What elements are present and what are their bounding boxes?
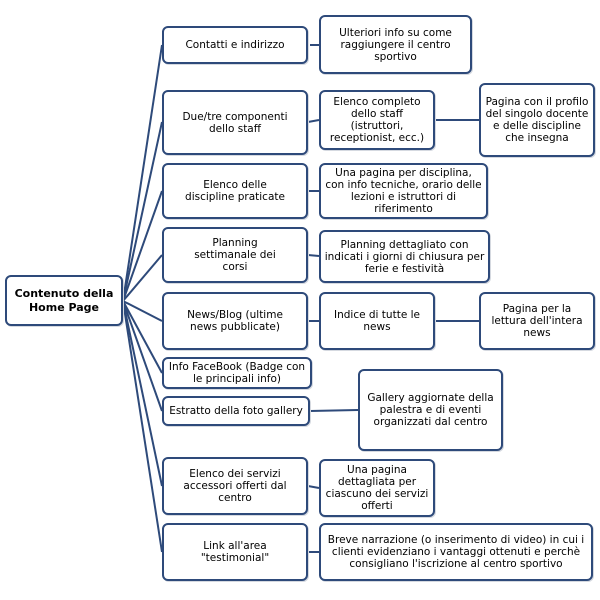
connector-root-to-l1-1 — [122, 121, 163, 302]
node-pagina-disciplina: Una pagina per disciplina, con info tecn… — [319, 163, 488, 219]
node-label: Elenco dei servizi accessori offerti dal… — [183, 468, 287, 504]
node-label: Planning settimanale dei corsi — [194, 237, 276, 273]
node-label: Breve narrazione (o inserimento di video… — [327, 534, 585, 570]
node-label: Gallery aggiornate della palestra e di e… — [367, 392, 494, 428]
node-staff: Due/tre componenti dello staff — [162, 90, 308, 155]
node-lettura-news: Pagina per la lettura dell'intera news — [479, 292, 595, 350]
node-label: Contenuto della Home Page — [14, 286, 114, 314]
connector-root-to-l1-4 — [122, 300, 163, 322]
node-facebook: Info FaceBook (Badge con le principali i… — [162, 357, 312, 389]
node-contatti: Contatti e indirizzo — [162, 26, 308, 64]
connector-root-to-l1-3 — [122, 254, 163, 302]
node-root-home-page: Contenuto della Home Page — [5, 275, 123, 326]
node-label: Ulteriori info su come raggiungere il ce… — [339, 26, 452, 63]
node-testimonial: Link all'area "testimonial" — [162, 523, 308, 581]
node-planning: Planning settimanale dei corsi — [162, 227, 308, 283]
node-label: Pagina per la lettura dell'intera news — [491, 303, 583, 339]
node-planning-dettagliato: Planning dettagliato con indicati i gior… — [319, 230, 490, 283]
node-label: Planning dettagliato con indicati i gior… — [324, 238, 485, 275]
node-label: Indice di tutte le news — [333, 309, 420, 333]
node-elenco-staff: Elenco completo dello staff (istruttori,… — [319, 90, 435, 150]
node-label: Pagina con il profilo del singolo docent… — [485, 96, 589, 144]
node-narrazione-testimonial: Breve narrazione (o inserimento di video… — [319, 523, 593, 581]
node-label: Info FaceBook (Badge con le principali i… — [168, 361, 306, 385]
node-label: Elenco completo dello staff (istruttori,… — [329, 96, 425, 144]
node-gallery-extract: Estratto della foto gallery — [162, 396, 310, 426]
connector-root-to-l1-0 — [122, 44, 163, 302]
connector-l1-to-l2-5 — [309, 409, 359, 412]
connector-root-to-l1-7 — [122, 300, 163, 487]
connector-root-to-l1-8 — [122, 300, 163, 553]
node-info-raggiungere: Ulteriori info su come raggiungere il ce… — [319, 15, 472, 74]
node-label: News/Blog (ultime news pubblicate) — [187, 309, 283, 333]
node-profilo-docente: Pagina con il profilo del singolo docent… — [479, 83, 595, 157]
node-indice-news: Indice di tutte le news — [319, 292, 435, 350]
connector-l1-to-l2-1 — [307, 119, 320, 123]
node-news-blog: News/Blog (ultime news pubblicate) — [162, 292, 308, 350]
node-pagina-servizi: Una pagina dettagliata per ciascuno dei … — [319, 459, 435, 517]
connector-l1-to-l2-3 — [307, 254, 320, 257]
connector-l1-to-l2-6 — [307, 485, 320, 489]
node-label: Link all'area "testimonial" — [200, 540, 270, 564]
node-discipline: Elenco delle discipline praticate — [162, 163, 308, 219]
connector-root-to-l1-5 — [122, 300, 163, 374]
node-label: Estratto della foto gallery — [169, 405, 303, 417]
node-gallery-aggiornate: Gallery aggiornate della palestra e di e… — [358, 369, 503, 451]
node-label: Due/tre componenti dello staff — [182, 110, 288, 135]
node-label: Una pagina dettagliata per ciascuno dei … — [325, 464, 429, 512]
connector-root-to-l1-2 — [122, 190, 163, 302]
node-servizi: Elenco dei servizi accessori offerti dal… — [162, 457, 308, 515]
node-label: Contatti e indirizzo — [185, 39, 285, 51]
connector-root-to-l1-6 — [122, 300, 163, 412]
node-label: Elenco delle discipline praticate — [185, 179, 285, 203]
node-label: Una pagina per disciplina, con info tecn… — [325, 167, 482, 215]
